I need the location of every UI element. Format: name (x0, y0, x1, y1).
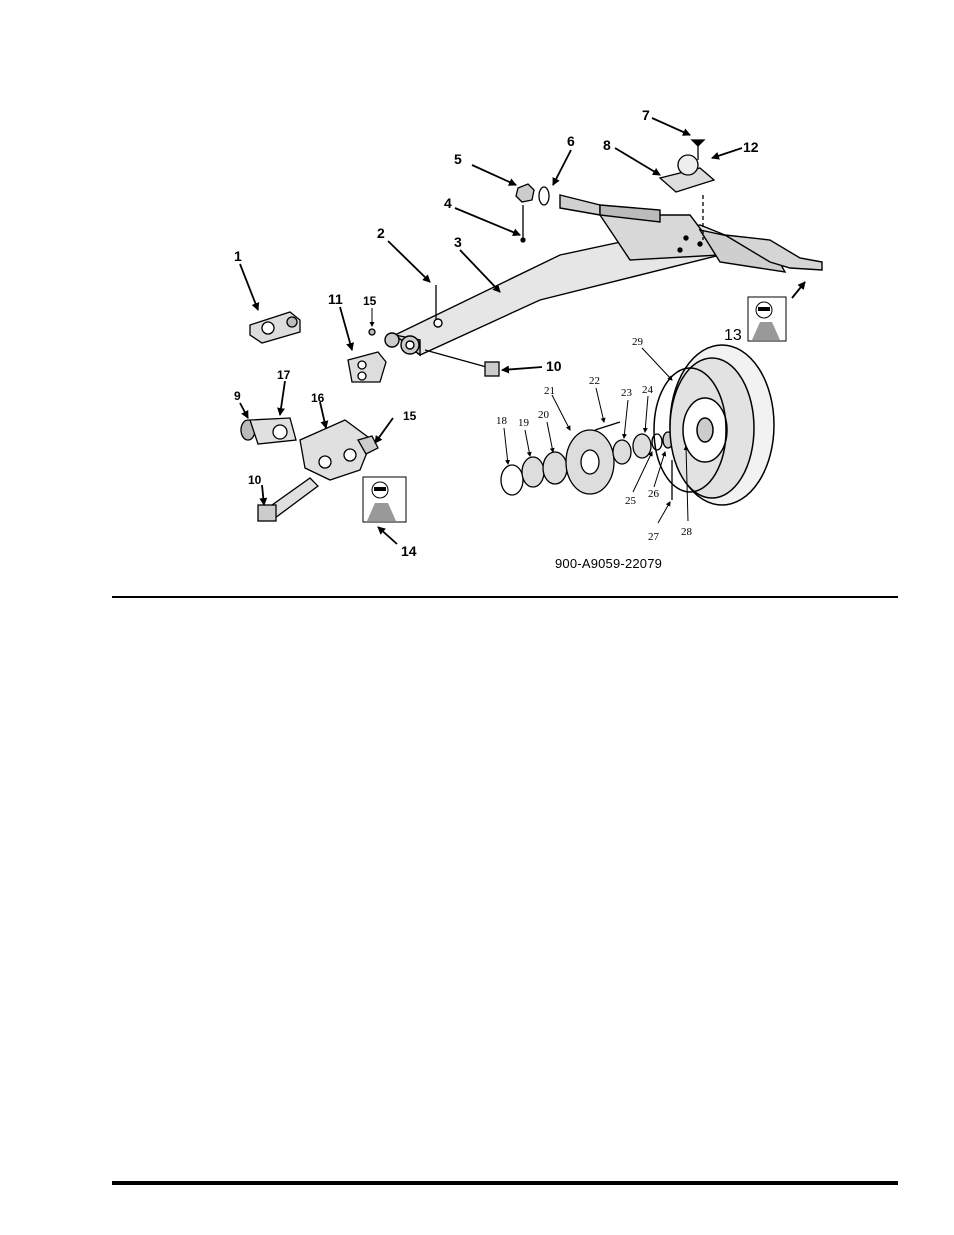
callout-25: 25 (625, 495, 637, 507)
nut-washer-5-6 (435, 183, 550, 320)
callout-14: 14 (401, 543, 417, 559)
pin-part-10-upper (424, 349, 500, 377)
bottom-divider (112, 1181, 898, 1185)
hub-bearing-set (500, 421, 695, 500)
callout-3: 3 (454, 234, 462, 250)
callout-10-upper: 10 (546, 358, 562, 374)
callout-10-lower: 10 (248, 473, 262, 487)
callout-15-upper: 15 (363, 294, 377, 308)
callout-27: 27 (648, 531, 660, 543)
callout-12: 12 (743, 139, 759, 155)
callout-21: 21 (544, 385, 555, 397)
hitch-assembly-9-17 (240, 417, 379, 522)
callout-23: 23 (621, 387, 633, 399)
callout-5: 5 (454, 151, 462, 167)
wheel-rim-29 (653, 344, 775, 506)
drawing-number: 900-A9059-22079 (555, 556, 663, 571)
clevis-part-11 (347, 328, 387, 383)
callout-26: 26 (648, 488, 660, 500)
exploded-parts-diagram: 1 2 3 4 5 6 7 8 12 11 15 10 13 9 17 16 1… (234, 107, 823, 559)
callout-2: 2 (377, 225, 385, 241)
coupler-plate-8 (658, 139, 716, 240)
callout-11: 11 (328, 291, 343, 307)
clevis-part-1 (249, 311, 301, 344)
callout-28: 28 (681, 526, 693, 538)
callout-18: 18 (496, 415, 508, 427)
callout-4: 4 (444, 195, 452, 211)
callout-15-lower: 15 (403, 409, 417, 423)
callout-6: 6 (567, 133, 575, 149)
callout-17: 17 (277, 368, 291, 382)
top-divider (112, 596, 898, 598)
callout-29: 29 (632, 336, 644, 348)
callout-22: 22 (589, 375, 600, 387)
callout-24: 24 (642, 384, 654, 396)
callout-13: 13 (724, 327, 742, 344)
axle-tongue-frame (384, 194, 823, 357)
callout-19: 19 (518, 417, 530, 429)
manual-icon-14 (362, 476, 407, 523)
callout-9: 9 (234, 389, 241, 403)
callout-1: 1 (234, 248, 242, 264)
callout-7: 7 (642, 107, 650, 123)
manual-icon-13 (747, 296, 787, 342)
callout-8: 8 (603, 137, 611, 153)
callout-16: 16 (311, 391, 325, 405)
callout-20: 20 (538, 409, 550, 421)
